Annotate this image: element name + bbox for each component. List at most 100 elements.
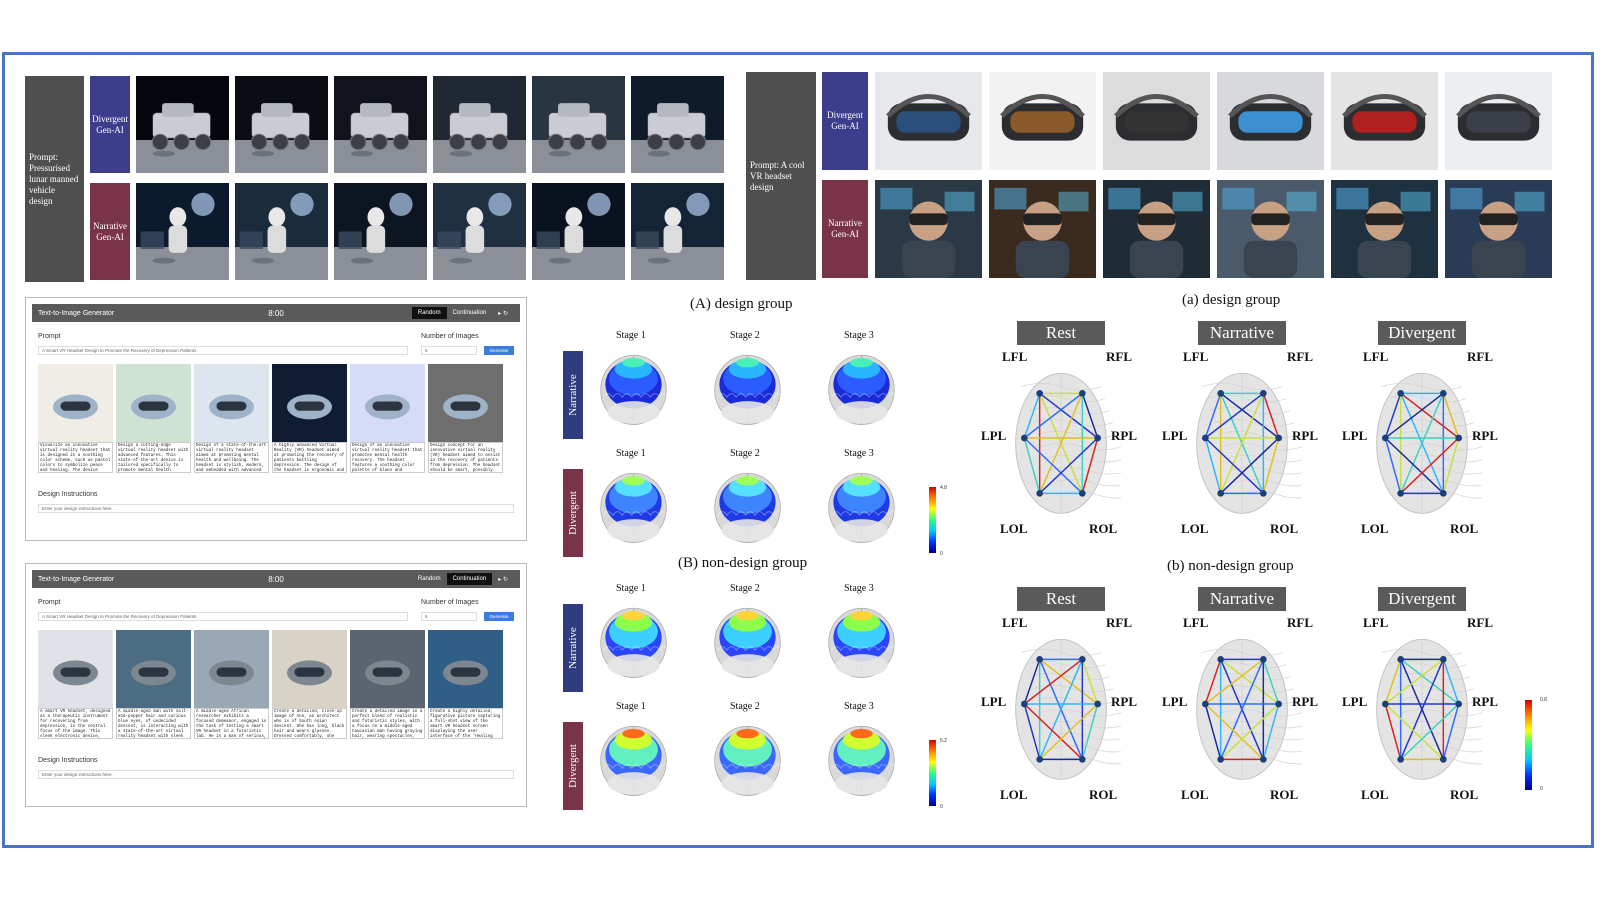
- result-card[interactable]: A middle-aged man with salt-and-pepper h…: [116, 630, 191, 739]
- image-caption: Design concept for an innovative virtual…: [428, 442, 503, 473]
- condition-label: Divergent: [567, 491, 580, 535]
- colorbar-min: 0: [940, 804, 943, 810]
- result-card[interactable]: Design concept for an innovative virtual…: [428, 364, 503, 473]
- num-images-input[interactable]: 6: [421, 612, 477, 621]
- generated-image: [433, 183, 526, 280]
- result-card[interactable]: Create a highly detailed, figurative pic…: [428, 630, 503, 739]
- prompt-input[interactable]: A Smart VR Headset Design to Promote the…: [38, 346, 408, 355]
- colorbar: [929, 487, 936, 553]
- result-card[interactable]: Design a cutting-edge virtual reality he…: [116, 364, 191, 473]
- brain-map: [710, 715, 785, 808]
- stage-label: Stage 1: [616, 583, 646, 594]
- node-label: LPL: [1342, 428, 1368, 443]
- generated-image: [428, 364, 503, 442]
- image-caption: A middle-aged African researcher exhibit…: [194, 708, 269, 739]
- prompt-text: Prompt: A cool VR headset design: [750, 159, 805, 192]
- colorbar-max: 0.8: [1540, 697, 1547, 703]
- result-card[interactable]: Design of a state-of-the-art virtual rea…: [194, 364, 269, 473]
- image-rows: Divergent Gen-AI Narrative Gen-AI: [822, 72, 1552, 280]
- mode-random-button[interactable]: Random: [417, 576, 441, 582]
- result-card[interactable]: Create a detailed image in a perfect ble…: [350, 630, 425, 739]
- generated-image: [194, 364, 269, 442]
- node-label: RPL: [1292, 428, 1318, 443]
- node-label: ROL: [1450, 521, 1479, 536]
- connectivity-diagram: [1182, 349, 1319, 536]
- node-label: LOL: [1361, 521, 1389, 536]
- image-caption: A middle-aged man with salt-and-pepper h…: [116, 708, 191, 739]
- image-caption: Create a detailed, close-up image of Ann…: [272, 708, 347, 739]
- result-card[interactable]: A highly advanced Virtual Reality (VR) h…: [272, 364, 347, 473]
- condition-label: Narrative: [567, 374, 579, 416]
- image-row: Narrative Gen-AI: [822, 180, 1552, 278]
- colorbar-max: 4.8: [940, 485, 947, 491]
- stage-label: Stage 3: [844, 701, 874, 712]
- generated-image: [875, 72, 982, 170]
- brain-map: [824, 715, 899, 808]
- image-caption: Visualize an innovative virtual reality …: [38, 442, 113, 473]
- playback-controls[interactable]: ▸ ↻: [498, 310, 508, 317]
- mode-continuation-button[interactable]: Continuation: [452, 310, 487, 316]
- instructions-input[interactable]: Enter your design instructions here.: [38, 504, 514, 513]
- generate-button[interactable]: Generate: [484, 346, 514, 355]
- generated-image: [136, 183, 229, 280]
- brain-title-a: (A) design group: [690, 296, 793, 312]
- result-card[interactable]: Design of an innovative virtual reality …: [350, 364, 425, 473]
- result-card[interactable]: A middle-aged African researcher exhibit…: [194, 630, 269, 739]
- moon-vehicle-panel: Prompt: Pressurised lunar manned vehicle…: [25, 76, 724, 282]
- image-caption: Create a detailed image in a perfect ble…: [350, 708, 425, 739]
- result-card[interactable]: Create a detailed, close-up image of Ann…: [272, 630, 347, 739]
- generated-image: [272, 630, 347, 708]
- node-label: RPL: [1472, 694, 1498, 709]
- node-label: RPL: [1111, 428, 1137, 443]
- brain-map: [596, 715, 671, 808]
- stage-label: Stage 3: [844, 448, 874, 459]
- node-label: RPL: [1472, 428, 1498, 443]
- condition-label: Divergent: [567, 744, 580, 788]
- node-label: LOL: [1000, 787, 1028, 802]
- stage-label: Stage 1: [616, 701, 646, 712]
- node-label: LPL: [981, 428, 1007, 443]
- connectivity-diagram: [1182, 615, 1319, 802]
- generated-image: [136, 76, 229, 173]
- node-label: RFL: [1287, 349, 1313, 364]
- brain-map: [710, 344, 785, 437]
- condition-header: Rest: [1017, 587, 1105, 611]
- mode-continuation-button[interactable]: Continuation: [446, 573, 493, 585]
- playback-controls[interactable]: ▸ ↻: [498, 576, 508, 583]
- result-card[interactable]: Visualize an innovative virtual reality …: [38, 364, 113, 473]
- instructions-input[interactable]: Enter your design instructions here.: [38, 770, 514, 779]
- mode-random-button[interactable]: Random: [411, 307, 447, 319]
- connectivity-diagram: [1001, 615, 1138, 802]
- node-label: RFL: [1467, 615, 1493, 630]
- generated-image: [350, 630, 425, 708]
- result-cards: Visualize an innovative virtual reality …: [38, 364, 503, 473]
- vr-headset-panel: Prompt: A cool VR headset design Diverge…: [746, 72, 1552, 280]
- brain-map: [596, 462, 671, 555]
- node-label: LFL: [1002, 349, 1028, 364]
- row-tag: Divergent Gen-AI: [822, 72, 868, 170]
- figure-frame: [2, 52, 1594, 848]
- result-card[interactable]: A smart VR headset, designed as a therap…: [38, 630, 113, 739]
- stage-label: Stage 1: [616, 330, 646, 341]
- row-tag: Divergent Gen-AI: [90, 76, 130, 173]
- generated-image: [1217, 180, 1324, 278]
- app-titlebar: Text-to-Image Generator 8:00 Random Cont…: [32, 570, 520, 588]
- generate-button[interactable]: Generate: [484, 612, 514, 621]
- generated-image: [631, 183, 724, 280]
- generated-image: [334, 183, 427, 280]
- node-label: RFL: [1467, 349, 1493, 364]
- prompt-label: Prompt: [38, 599, 61, 606]
- num-images-input[interactable]: 6: [421, 346, 477, 355]
- brain-map: [710, 462, 785, 555]
- generated-image: [1445, 72, 1552, 170]
- brain-map: [596, 344, 671, 437]
- node-label: RFL: [1287, 615, 1313, 630]
- condition-tag: Narrative: [563, 351, 583, 439]
- image-caption: Design a cutting-edge virtual reality he…: [116, 442, 191, 473]
- generated-image: [116, 364, 191, 442]
- node-label: LFL: [1002, 615, 1028, 630]
- connectivity-diagram: [1362, 615, 1499, 802]
- generated-image: [1103, 72, 1210, 170]
- condition-header: Divergent: [1378, 321, 1466, 345]
- prompt-input[interactable]: A Smart VR Headset Design to Promote the…: [38, 612, 408, 621]
